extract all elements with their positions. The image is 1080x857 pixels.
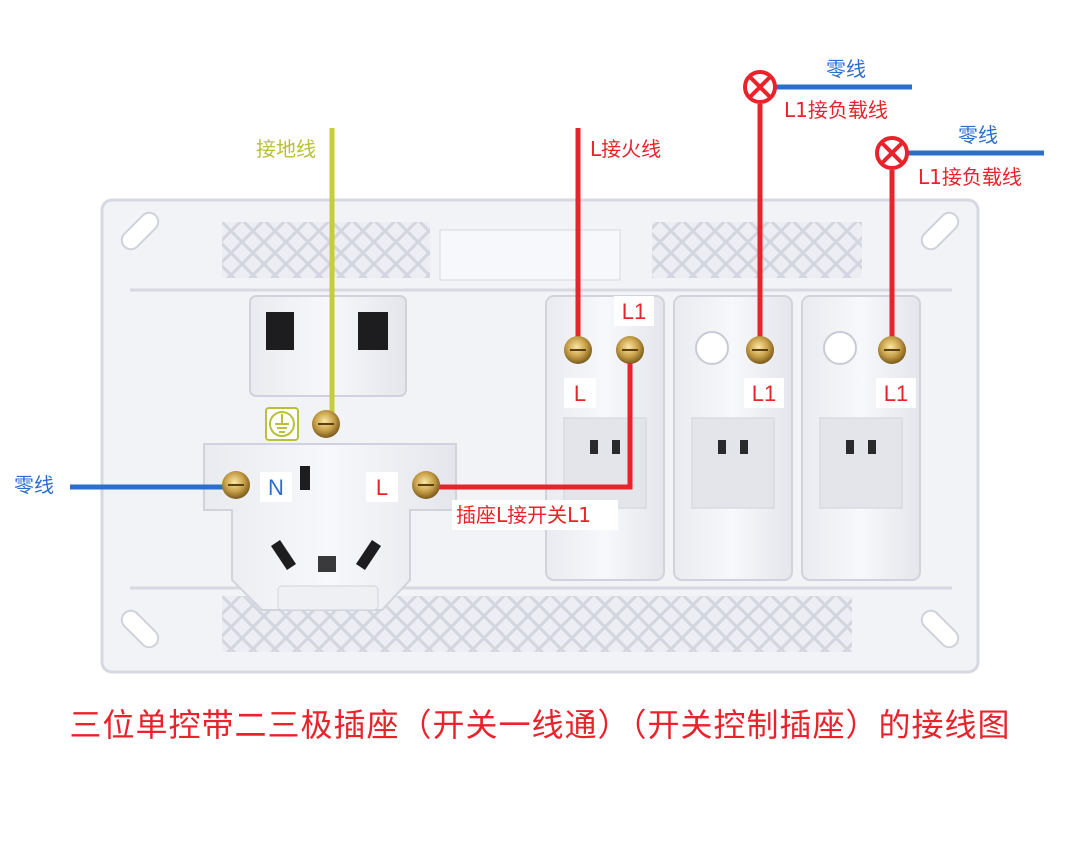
terminal-switch1-l1 [616,336,644,364]
switch-module-1 [545,295,665,581]
terminal-label-l1-switch2: L1 [752,381,776,406]
diagram-caption: 三位单控带二三极插座（开关一线通）（开关控制插座）的接线图 [69,706,1011,744]
terminal-label-l-switch1: L [574,381,586,406]
terminal-switch2-l1 [746,336,774,364]
terminal-l-socket [412,471,440,499]
terminal-label-l1-switch3: L1 [884,381,908,406]
terminal-ground [312,410,340,438]
terminal-label-n: N [268,475,284,500]
load-wire-1-label: L1接负载线 [784,98,888,122]
switch-module-3 [801,295,921,581]
neutral-wire-left-label: 零线 [14,473,54,497]
terminal-label-l1-switch1: L1 [622,299,646,324]
ground-wire-label: 接地线 [256,137,316,161]
lamp-icon [743,70,777,104]
live-wire-label: L接火线 [590,137,661,161]
neutral-wire-top-2-label: 零线 [958,123,998,147]
load-wire-2-label: L1接负载线 [918,165,1022,189]
terminal-label-l-socket: L [376,475,388,500]
socket-l-to-switch-label: 插座L接开关L1 [456,503,591,527]
switch-module-2 [673,295,793,581]
terminal-switch3-l1 [878,336,906,364]
socket-l-to-switch-l1-wire [422,350,633,490]
ground-icon [265,407,299,441]
terminal-n [222,471,250,499]
terminal-switch1-l [564,336,592,364]
neutral-wire-top-1-label: 零线 [826,57,866,81]
lamp-icon [875,136,909,170]
